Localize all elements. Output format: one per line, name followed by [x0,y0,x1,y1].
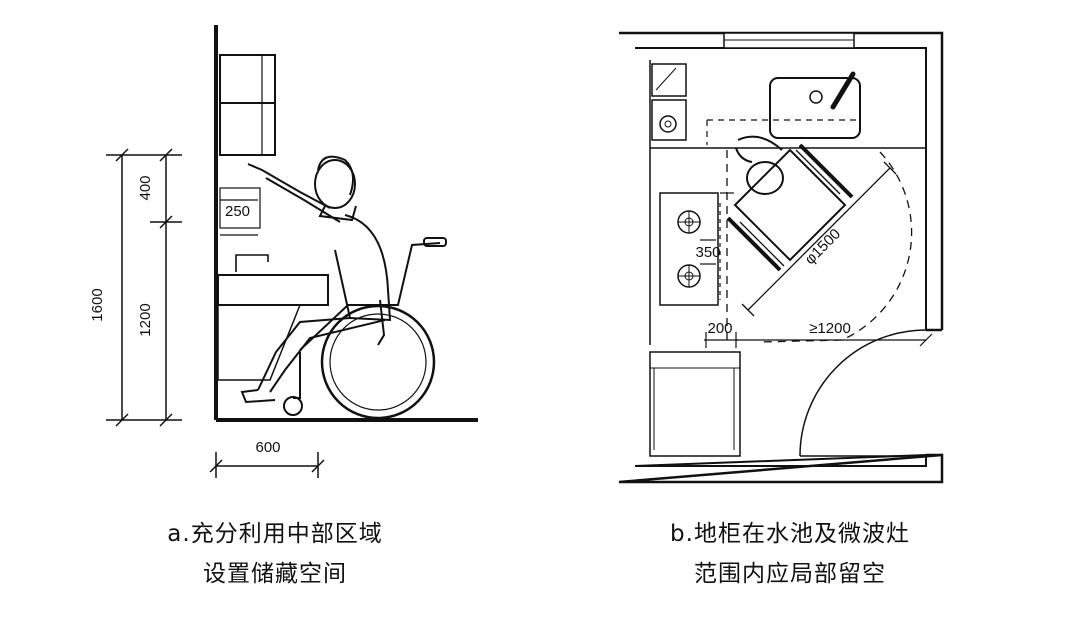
turning-circle [759,151,913,343]
dim-1600-label: 1600 [89,288,106,321]
caption-b: b.地柜在水池及微波灶 范围内应局部留空 [620,514,960,594]
dim-350-line [700,239,716,265]
dim-600-line [209,452,325,478]
dim-250-label: 250 [225,203,250,220]
seated-person [240,155,392,404]
microwave [651,63,687,97]
upper-cabinet [219,54,276,156]
door-swing [799,329,927,457]
dim-600-label: 600 [255,439,280,456]
sink-faucet [830,71,856,110]
dim-clearance-label: ≥1200 [809,320,851,337]
dim-1200-line [736,333,933,347]
sink-basin [217,304,301,381]
faucet [235,254,269,272]
dim-400-label: 400 [137,175,154,200]
caption-a-line2: 设置储藏空间 [203,561,347,587]
caption-a: a.充分利用中部区域 设置储藏空间 [120,514,430,594]
countertop [217,274,329,306]
recess-outline [706,119,860,145]
side-counter [659,192,719,306]
panel-b-plan [618,31,944,484]
mid-shelf [219,187,261,229]
inner-wall [634,47,927,467]
dim-1200-label: 1200 [137,303,154,336]
bottom-cabinet [649,351,741,457]
wheelchair-frame [299,242,441,351]
caption-a-line1: a.充分利用中部区域 [167,521,383,547]
dim-400-1200-line [150,148,182,427]
panel-a-section [106,25,478,478]
sink [769,77,861,139]
dim-1500-label: φ1500 [802,226,845,269]
burner-top [677,210,701,234]
wheelchair-caster [283,396,303,416]
caption-b-line2: 范围内应局部留空 [694,561,886,587]
plan-wheelchair [726,135,854,272]
dim-200-label: 200 [707,320,732,337]
cooktop-small [651,99,687,141]
burner-bottom [677,264,701,288]
dim-1500-line [741,161,897,317]
dim-350-label: 350 [695,244,720,261]
wheelchair-wheel [320,304,436,420]
dim-1600-line [106,148,182,427]
caption-b-line1: b.地柜在水池及微波灶 [670,521,910,547]
